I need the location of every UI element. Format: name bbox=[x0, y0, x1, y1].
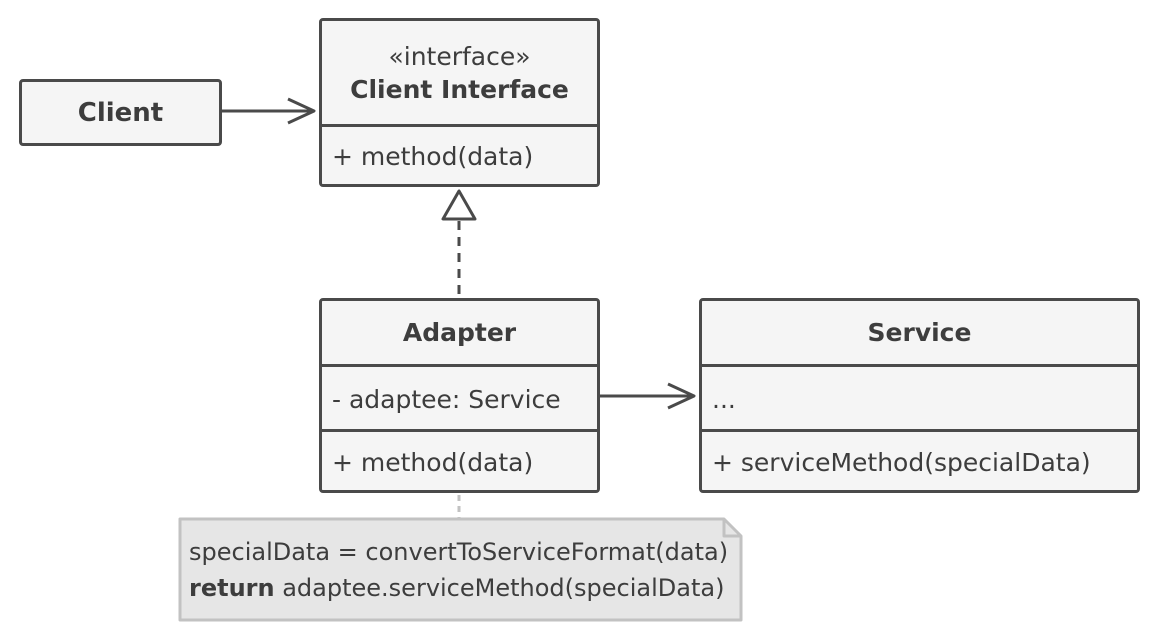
adapter-method: + method(data) bbox=[322, 429, 597, 490]
realization-triangle-icon bbox=[441, 189, 477, 221]
client-interface-title: Client Interface bbox=[350, 74, 569, 104]
note-line-1: specialData = convertToServiceFormat(dat… bbox=[189, 538, 729, 566]
service-class-box: Service ... + serviceMethod(specialData) bbox=[699, 298, 1140, 493]
adapter-note: specialData = convertToServiceFormat(dat… bbox=[179, 518, 742, 622]
service-method: + serviceMethod(specialData) bbox=[702, 429, 1137, 490]
interface-stereotype: «interface» bbox=[388, 41, 531, 71]
client-label: Client bbox=[77, 97, 164, 128]
client-to-interface-arrowhead bbox=[287, 97, 316, 125]
client-interface-method: + method(data) bbox=[322, 124, 597, 184]
adapter-to-service-arrowhead bbox=[667, 382, 696, 410]
adapter-title: Adapter bbox=[322, 301, 597, 364]
note-return-keyword: return bbox=[189, 574, 275, 602]
service-title: Service bbox=[702, 301, 1137, 364]
note-return-expression: adaptee.serviceMethod(specialData) bbox=[274, 574, 725, 602]
adapter-class-box: Adapter - adaptee: Service + method(data… bbox=[319, 298, 600, 493]
client-class-box: Client bbox=[19, 79, 222, 146]
adapter-field: - adaptee: Service bbox=[322, 364, 597, 429]
note-line-2: return adaptee.serviceMethod(specialData… bbox=[189, 570, 742, 606]
note-shape bbox=[178, 517, 743, 622]
service-field: ... bbox=[702, 364, 1137, 429]
client-interface-header: «interface» Client Interface bbox=[322, 21, 597, 124]
note-fold-icon bbox=[722, 519, 741, 538]
client-interface-class-box: «interface» Client Interface + method(da… bbox=[319, 18, 600, 187]
